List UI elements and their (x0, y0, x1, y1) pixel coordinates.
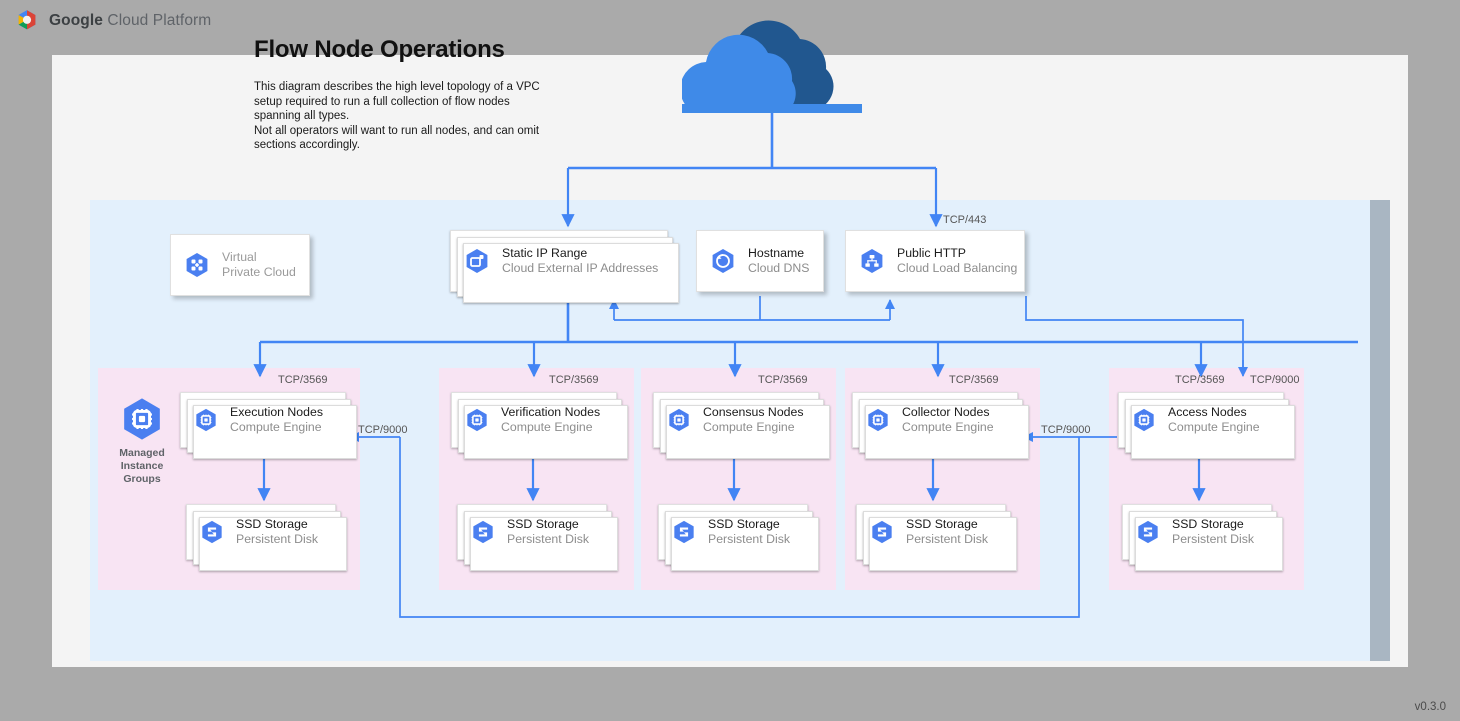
managed-instance-groups: Managed Instance Groups (118, 395, 166, 486)
card-collector-nodes[interactable]: Collector Nodes Compute Engine (852, 392, 1018, 448)
card-title: SSD Storage (236, 517, 318, 532)
edge-label-tcp3569-access: TCP/3569 (1175, 374, 1225, 386)
card-virtual-private-cloud[interactable]: Virtual Private Cloud (170, 234, 310, 296)
edge-label-tcp3569-consensus: TCP/3569 (758, 374, 808, 386)
managed-instance-groups-label: Managed Instance Groups (118, 447, 166, 486)
gcp-hexagon-logo-icon (14, 8, 40, 34)
compute-engine-icon (666, 407, 692, 433)
card-static-ip-range[interactable]: Static IP Range Cloud External IP Addres… (450, 230, 668, 292)
compute-engine-icon (865, 407, 891, 433)
compute-engine-icon (193, 407, 219, 433)
persistent-disk-icon (199, 519, 225, 545)
compute-engine-icon (1131, 407, 1157, 433)
card-title: Execution Nodes (230, 405, 323, 420)
card-subtitle: Cloud Load Balancing (897, 261, 1017, 276)
cloud-dns-icon (709, 247, 737, 275)
card-title: Public HTTP (897, 246, 1017, 261)
cloud-external-ip-icon (463, 247, 491, 275)
card-title: Static IP Range (502, 246, 658, 261)
cloud-icon (682, 18, 862, 113)
edge-label-tcp9000-access-in: TCP/9000 (1250, 374, 1300, 386)
card-subtitle: Cloud DNS (748, 261, 810, 276)
edge-label-tcp3569-verification: TCP/3569 (549, 374, 599, 386)
edge-label-tcp443: TCP/443 (943, 214, 986, 226)
card-ssd-storage-access[interactable]: SSD Storage Persistent Disk (1122, 504, 1272, 560)
card-subtitle: Persistent Disk (708, 532, 790, 547)
card-execution-nodes[interactable]: Execution Nodes Compute Engine (180, 392, 346, 448)
virtual-private-cloud-icon (183, 251, 211, 279)
card-hostname[interactable]: Hostname Cloud DNS (696, 230, 824, 292)
version-label: v0.3.0 (1415, 701, 1446, 713)
card-title: Access Nodes (1168, 405, 1260, 420)
brand-bold: Google (49, 12, 103, 29)
card-title: SSD Storage (1172, 517, 1254, 532)
card-title: Hostname (748, 246, 810, 261)
page-title: Flow Node Operations (254, 36, 505, 64)
diagram-description: This diagram describes the high level to… (254, 80, 544, 153)
card-subtitle: Private Cloud (222, 265, 296, 280)
gcp-brand: Google Cloud Platform (14, 8, 211, 34)
card-title: SSD Storage (906, 517, 988, 532)
card-verification-nodes[interactable]: Verification Nodes Compute Engine (451, 392, 617, 448)
persistent-disk-icon (671, 519, 697, 545)
edge-label-tcp3569-collector: TCP/3569 (949, 374, 999, 386)
managed-instance-groups-icon (118, 395, 166, 443)
persistent-disk-icon (470, 519, 496, 545)
card-title: Consensus Nodes (703, 405, 803, 420)
persistent-disk-icon (869, 519, 895, 545)
card-subtitle: Compute Engine (501, 420, 600, 435)
card-public-http[interactable]: Public HTTP Cloud Load Balancing (845, 230, 1025, 292)
brand-rest: Cloud Platform (103, 12, 211, 29)
compute-engine-icon (464, 407, 490, 433)
card-subtitle: Persistent Disk (236, 532, 318, 547)
edge-label-tcp9000-collector: TCP/9000 (1041, 424, 1091, 436)
card-title: Virtual (222, 250, 296, 265)
card-ssd-storage-verification[interactable]: SSD Storage Persistent Disk (457, 504, 607, 560)
card-title: SSD Storage (708, 517, 790, 532)
card-access-nodes[interactable]: Access Nodes Compute Engine (1118, 392, 1284, 448)
card-subtitle: Compute Engine (230, 420, 323, 435)
cloud-load-balancing-icon (858, 247, 886, 275)
card-ssd-storage-consensus[interactable]: SSD Storage Persistent Disk (658, 504, 808, 560)
card-subtitle: Compute Engine (703, 420, 803, 435)
persistent-disk-icon (1135, 519, 1161, 545)
card-ssd-storage-execution[interactable]: SSD Storage Persistent Disk (186, 504, 336, 560)
edge-label-tcp3569-execution: TCP/3569 (278, 374, 328, 386)
card-subtitle: Persistent Disk (906, 532, 988, 547)
card-title: Collector Nodes (902, 405, 994, 420)
card-subtitle: Persistent Disk (507, 532, 589, 547)
card-subtitle: Cloud External IP Addresses (502, 261, 658, 276)
brand-text: Google Cloud Platform (49, 12, 211, 30)
card-subtitle: Compute Engine (1168, 420, 1260, 435)
card-title: Verification Nodes (501, 405, 600, 420)
edge-label-tcp9000-execution: TCP/9000 (358, 424, 408, 436)
card-subtitle: Compute Engine (902, 420, 994, 435)
card-ssd-storage-collector[interactable]: SSD Storage Persistent Disk (856, 504, 1006, 560)
vpc-region-edge (1370, 200, 1390, 661)
card-consensus-nodes[interactable]: Consensus Nodes Compute Engine (653, 392, 819, 448)
card-subtitle: Persistent Disk (1172, 532, 1254, 547)
card-title: SSD Storage (507, 517, 589, 532)
